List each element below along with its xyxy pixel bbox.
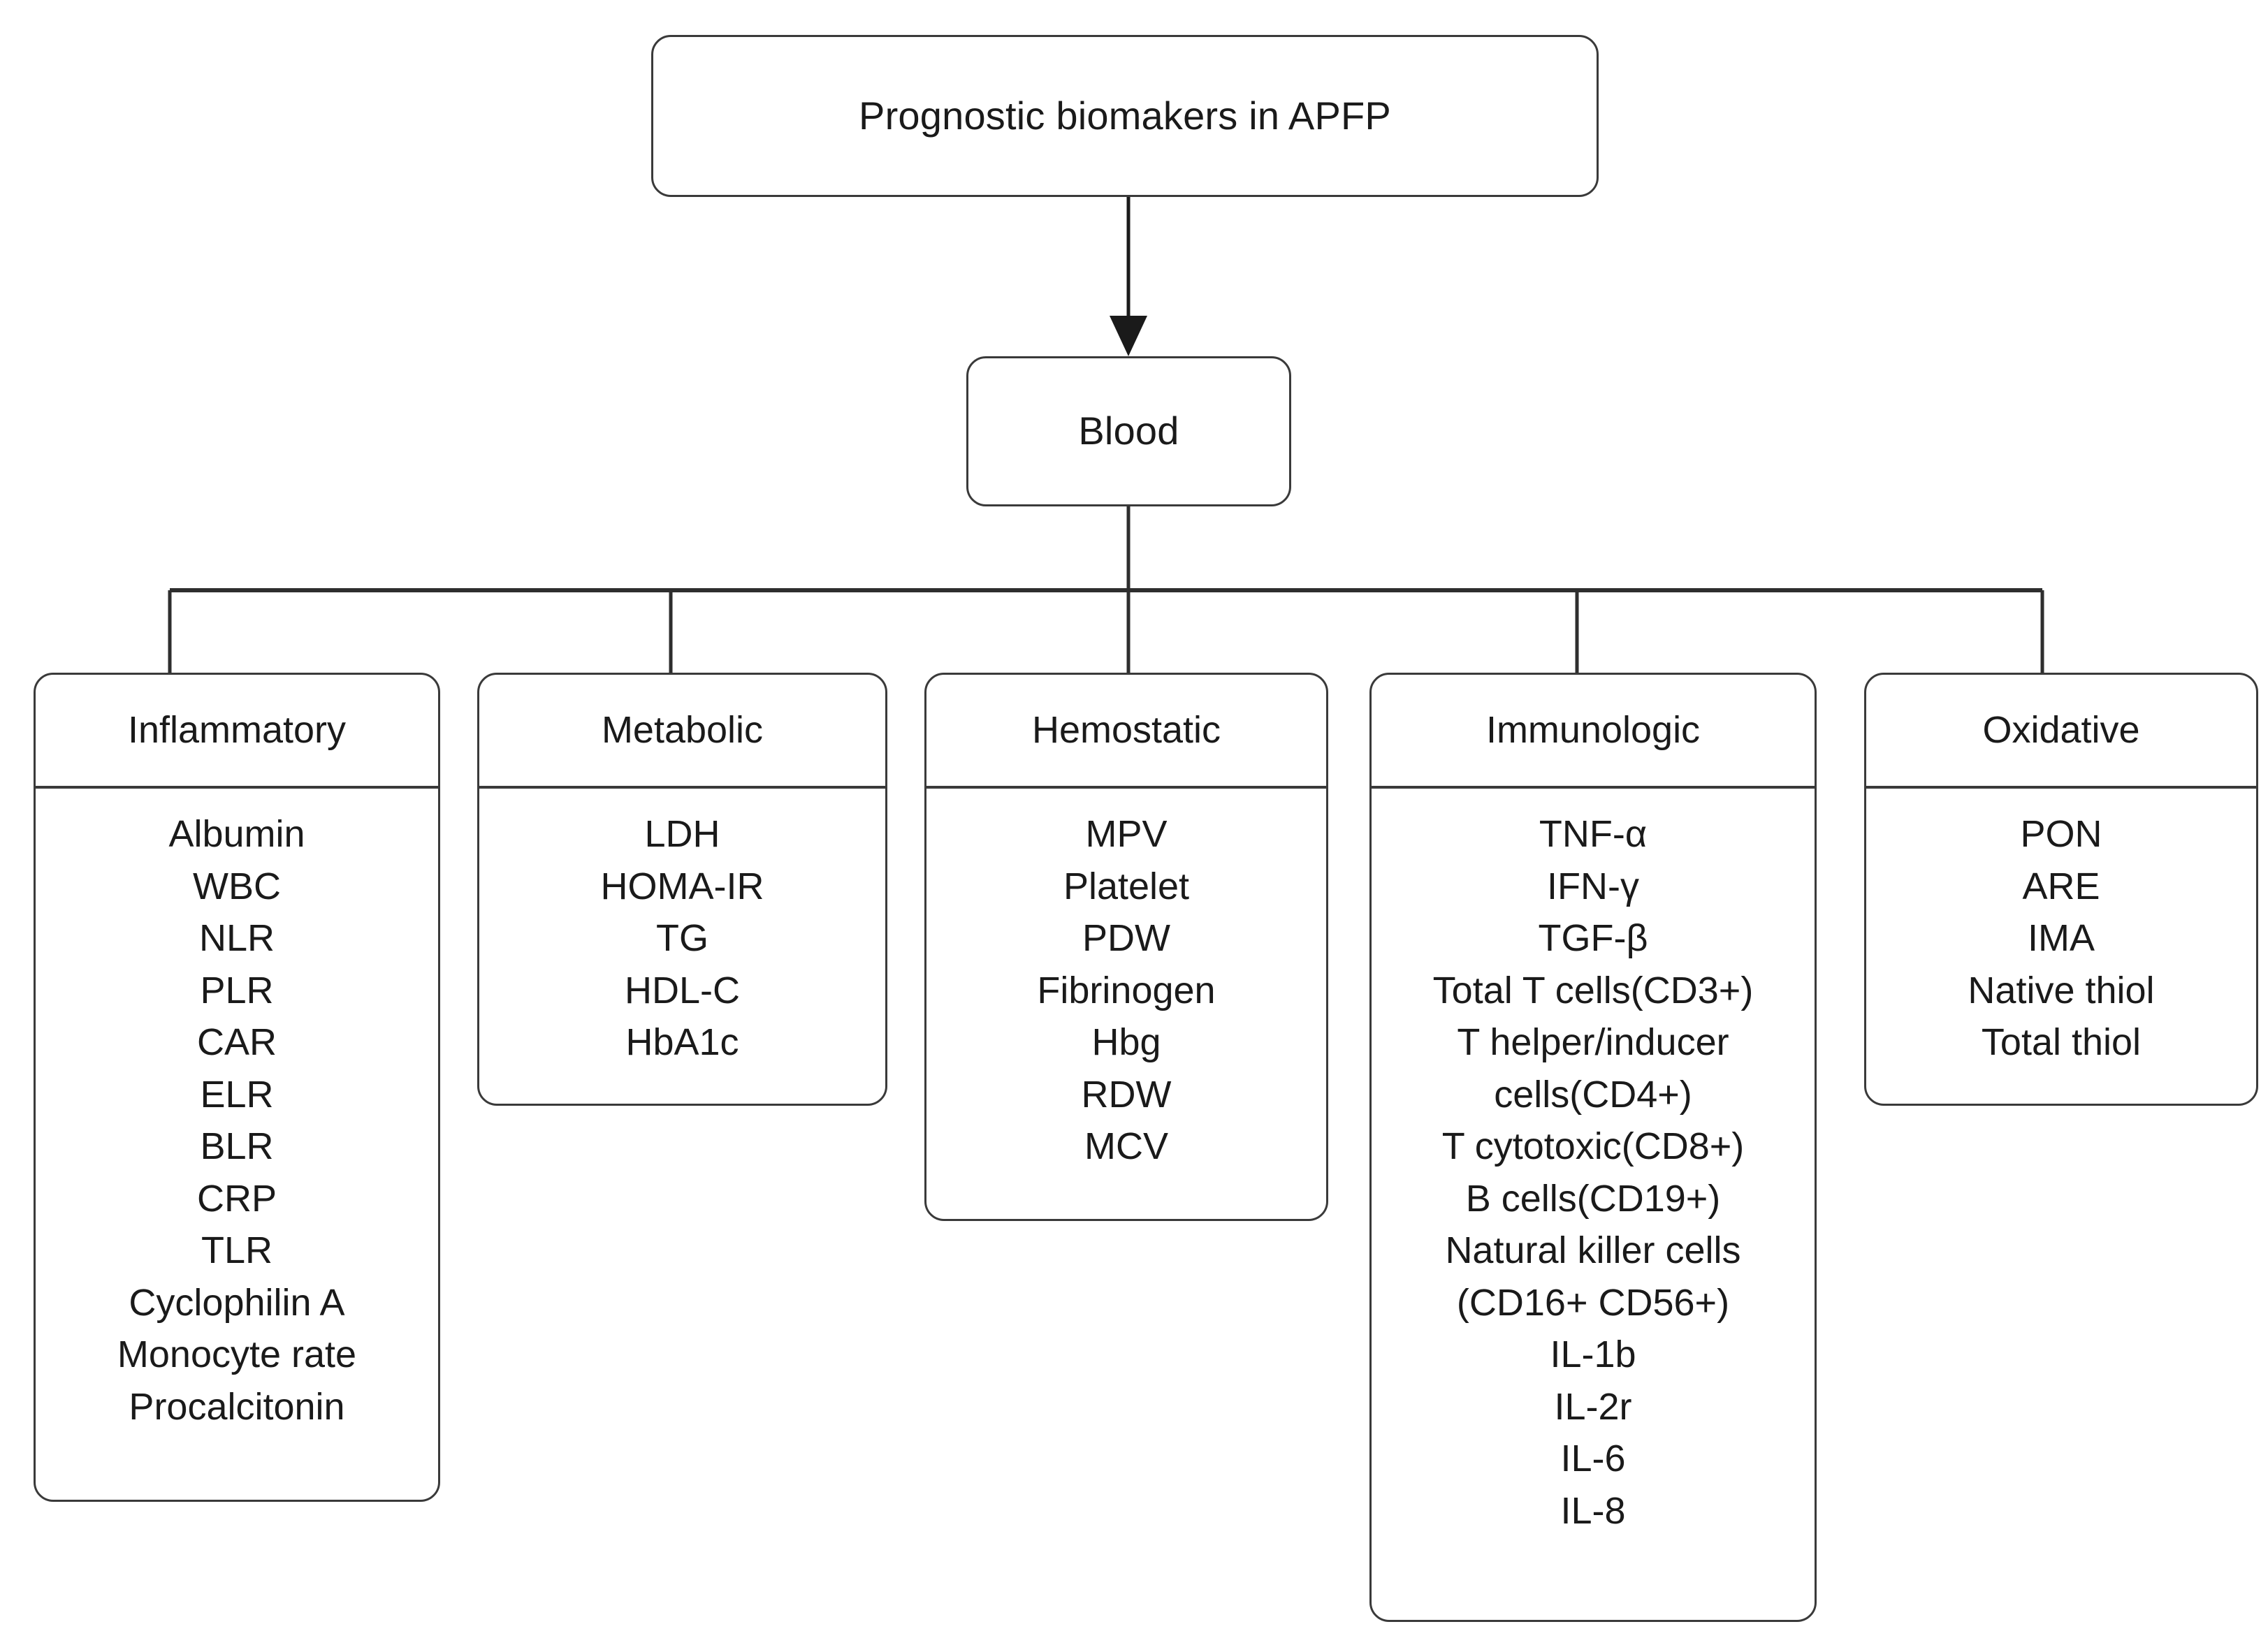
list-item: Total thiol [1981,1021,2142,1064]
list-item: PDW [1082,917,1170,960]
category-title: Immunologic [1485,708,1701,751]
list-item: TG [656,917,708,960]
list-item: Hbg [1091,1021,1161,1064]
list-item: IMA [2027,917,2095,960]
category-header-inflammatory: Inflammatory [36,675,438,789]
list-item: PLR [200,969,274,1011]
list-item: HbA1c [625,1021,739,1064]
list-item: IFN-γ [1547,865,1639,907]
category-items-immunologic: TNF-α IFN-γ TGF-β Total T cells(CD3+) T … [1372,789,1815,1620]
list-item: ARE [2022,865,2100,907]
list-item: BLR [200,1125,274,1168]
list-item: CRP [196,1177,277,1220]
list-item: TGF-β [1538,917,1648,960]
category-title: Inflammatory [127,708,347,751]
category-items-metabolic: LDH HOMA-IR TG HDL-C HbA1c [479,789,885,1104]
node-category-metabolic[interactable]: Metabolic LDH HOMA-IR TG HDL-C HbA1c [477,673,887,1106]
list-item: HOMA-IR [600,865,764,907]
list-item: Fibrinogen [1037,969,1216,1011]
list-item: T cytotoxic(CD8+) [1441,1125,1745,1168]
category-title: Oxidative [1982,708,2140,751]
list-item: NLR [198,917,275,960]
node-category-immunologic[interactable]: Immunologic TNF-α IFN-γ TGF-β Total T ce… [1369,673,1817,1622]
category-header-immunologic: Immunologic [1372,675,1815,789]
list-item: IL-6 [1560,1438,1626,1480]
list-item: TLR [201,1229,272,1272]
node-category-oxidative[interactable]: Oxidative PON ARE IMA Native thiol Total… [1864,673,2258,1106]
list-item: Total T cells(CD3+) [1432,969,1754,1011]
node-blood[interactable]: Blood [966,356,1291,506]
category-items-inflammatory: Albumin WBC NLR PLR CAR ELR BLR CRP TLR … [36,789,438,1500]
list-item: TNF-α [1539,813,1648,855]
category-title: Metabolic [601,708,764,751]
node-label-root: Prognostic biomakers in APFP [859,93,1391,138]
list-item: Procalcitonin [129,1385,345,1428]
list-item: IL-1b [1550,1333,1636,1376]
list-item: LDH [644,813,720,855]
list-item: RDW [1081,1073,1172,1116]
list-item: WBC [193,865,281,907]
list-item: ELR [200,1073,274,1116]
category-header-hemostatic: Hemostatic [926,675,1326,789]
list-item: IL-2r [1554,1385,1632,1428]
edge-root-to-blood [1110,197,1147,356]
node-category-inflammatory[interactable]: Inflammatory Albumin WBC NLR PLR CAR ELR… [34,673,440,1502]
list-item: Cyclophilin A [129,1281,345,1324]
list-item: CAR [196,1021,277,1064]
category-items-hemostatic: MPV Platelet PDW Fibrinogen Hbg RDW MCV [926,789,1326,1219]
node-prognostic-biomarkers[interactable]: Prognostic biomakers in APFP [651,35,1599,197]
category-title: Hemostatic [1031,708,1221,751]
category-header-oxidative: Oxidative [1866,675,2256,789]
list-item: Native thiol [1968,969,2155,1011]
list-item: B cells(CD19+) [1465,1177,1721,1220]
list-item: IL-8 [1560,1489,1626,1532]
node-label-blood: Blood [1078,409,1179,453]
list-item: Platelet [1063,865,1190,907]
list-item: PON [2020,813,2102,855]
list-item: HDL-C [624,969,740,1011]
category-items-oxidative: PON ARE IMA Native thiol Total thiol [1866,789,2256,1104]
list-item: T helper/inducer cells(CD4+) [1457,1021,1729,1116]
list-item: Albumin [168,813,305,855]
list-item: MPV [1085,813,1168,855]
list-item: Natural killer cells (CD16+ CD56+) [1445,1229,1741,1324]
list-item: MCV [1084,1125,1168,1168]
category-header-metabolic: Metabolic [479,675,885,789]
list-item: Monocyte rate [117,1333,357,1376]
node-category-hemostatic[interactable]: Hemostatic MPV Platelet PDW Fibrinogen H… [924,673,1328,1221]
